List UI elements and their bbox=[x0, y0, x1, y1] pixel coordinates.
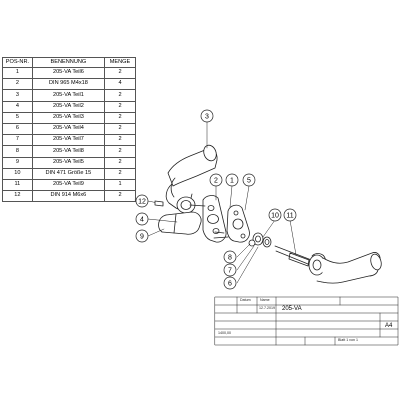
position-balloons: 3 2 1 5 12 4 9 10 11 8 7 6 bbox=[135, 109, 297, 290]
balloon-label: 10 bbox=[271, 212, 279, 219]
cell-qty: 2 bbox=[104, 190, 136, 203]
balloon-label: 9 bbox=[140, 233, 144, 240]
cell-name: 205-VA Teil4 bbox=[31, 122, 106, 136]
balloon-label: 11 bbox=[286, 212, 293, 219]
balloon-circle bbox=[242, 173, 256, 187]
balloon-circle bbox=[225, 173, 239, 187]
cell-name: 205-VA Teil9 bbox=[31, 178, 106, 192]
balloon-circle bbox=[209, 173, 223, 187]
title-label-datum: Datum bbox=[240, 298, 251, 302]
cell-pos: 8 bbox=[2, 145, 33, 158]
balloon-label: 3 bbox=[205, 113, 209, 120]
cell-qty: 1 bbox=[104, 178, 136, 192]
cell-qty: 2 bbox=[104, 122, 136, 136]
balloon-circle bbox=[200, 109, 214, 123]
title-weight: 1400,00 bbox=[218, 331, 231, 335]
cell-name: 205-VA Teil7 bbox=[31, 134, 106, 147]
leader-lines bbox=[134, 121, 297, 284]
grub-screw bbox=[154, 200, 164, 207]
balloon-label: 6 bbox=[228, 280, 232, 287]
balloon-label: 7 bbox=[228, 267, 232, 274]
rosette-plate bbox=[202, 195, 227, 243]
lower-lever-handle bbox=[308, 252, 382, 284]
document-number: 205-VA bbox=[282, 306, 302, 312]
balloon-circle bbox=[135, 229, 149, 243]
upper-lever-handle bbox=[165, 144, 218, 214]
cell-qty: 2 bbox=[104, 156, 136, 169]
cell-qty: 2 bbox=[104, 145, 136, 158]
parts-list-header-row: POS-NR. BENENNUNG MENGE bbox=[2, 57, 136, 68]
cell-qty: 2 bbox=[104, 167, 136, 180]
balloon-circle bbox=[223, 276, 237, 290]
balloon-label: 12 bbox=[138, 198, 146, 205]
sheet-count: Blatt 1 von 1 bbox=[338, 338, 358, 342]
cell-name: DIN 471 Größe 15 bbox=[31, 167, 106, 180]
collar-part bbox=[158, 211, 202, 235]
balloon-label: 5 bbox=[247, 177, 251, 184]
balloon-label: 4 bbox=[140, 216, 144, 223]
inner-plate bbox=[213, 204, 250, 243]
cell-name: 205-VA Teil5 bbox=[31, 156, 106, 169]
balloon-circle bbox=[223, 263, 237, 277]
cell-qty: 2 bbox=[104, 134, 136, 147]
title-label-name: Name bbox=[260, 298, 270, 302]
balloon-label: 2 bbox=[214, 177, 218, 184]
balloon-label: 8 bbox=[228, 254, 232, 261]
balloon-circle bbox=[135, 194, 149, 208]
cell-name: DIN 914 M6x6 bbox=[31, 190, 106, 203]
title-date: 12.7.2019 bbox=[259, 306, 275, 310]
balloon-circle bbox=[283, 208, 297, 222]
balloon-label: 1 bbox=[230, 177, 234, 184]
balloon-circle bbox=[223, 250, 237, 264]
cell-pos: 12 bbox=[2, 190, 33, 203]
title-block-frame bbox=[214, 296, 399, 346]
balloon-circle bbox=[135, 212, 149, 226]
cell-name: 205-VA Teil8 bbox=[31, 145, 106, 158]
washers bbox=[248, 232, 272, 248]
screws bbox=[189, 204, 225, 234]
sheet-format: A4 bbox=[385, 323, 393, 329]
spindle-rod bbox=[274, 245, 315, 267]
balloon-circle bbox=[268, 208, 282, 222]
